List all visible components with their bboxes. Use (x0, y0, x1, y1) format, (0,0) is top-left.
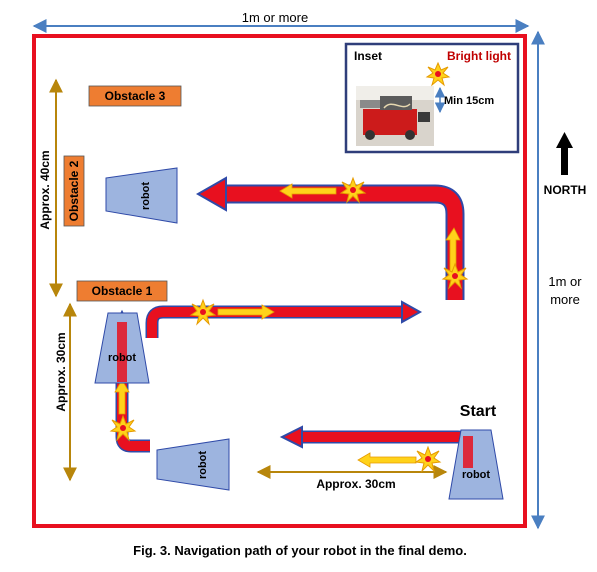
inset-bright-light-icon (425, 61, 451, 87)
arena-border (32, 34, 527, 528)
light-burst-icon (441, 262, 469, 290)
north-label: NORTH (544, 183, 587, 197)
right-dimension-label-line2: more (550, 292, 580, 307)
figure-caption: Fig. 3. Navigation path of your robot in… (133, 543, 467, 558)
robot-obstacle1: robot (94, 312, 150, 384)
robot-label: robot (197, 451, 209, 479)
robot-obstacle2: robot (105, 167, 178, 224)
light-burst-icon (189, 298, 217, 326)
path-middle-segment (145, 300, 423, 338)
inset-box: Inset Bright light Min 15cm (344, 42, 520, 154)
distance-30cm-bottom-label: Approx. 30cm (316, 477, 395, 491)
robot-start: robot (448, 429, 504, 500)
path-top-segment (195, 176, 465, 300)
north-arrow-icon (556, 132, 573, 175)
obstacle-3: Obstacle 3 (88, 85, 182, 107)
inset-bright-light-label: Bright light (447, 49, 511, 63)
light-burst-icon (109, 414, 137, 442)
obstacle-3-label: Obstacle 3 (105, 89, 166, 103)
distance-40cm-label: Approx. 40cm (38, 150, 52, 229)
inset-robot-photo (356, 86, 434, 146)
robot-label: robot (140, 182, 152, 210)
obstacle-1: Obstacle 1 (76, 280, 168, 302)
robot-label: robot (462, 469, 490, 481)
obstacle-2: Obstacle 2 (63, 155, 85, 227)
obstacle-2-label: Obstacle 2 (67, 160, 81, 221)
obstacle-1-label: Obstacle 1 (92, 284, 153, 298)
distance-30cm-left-label: Approx. 30cm (54, 332, 68, 411)
inset-min-distance-label: Min 15cm (444, 95, 494, 107)
inset-title: Inset (354, 49, 382, 63)
light-burst-icon (414, 445, 442, 473)
top-dimension-label: 1m or more (242, 10, 308, 25)
path-bottom-segment (279, 425, 475, 470)
robot-label: robot (108, 352, 136, 364)
right-dimension-label-line1: 1m or (548, 274, 582, 289)
light-burst-icon (339, 176, 367, 204)
robot-bottom-left: robot (156, 438, 230, 491)
start-label: Start (460, 403, 497, 420)
